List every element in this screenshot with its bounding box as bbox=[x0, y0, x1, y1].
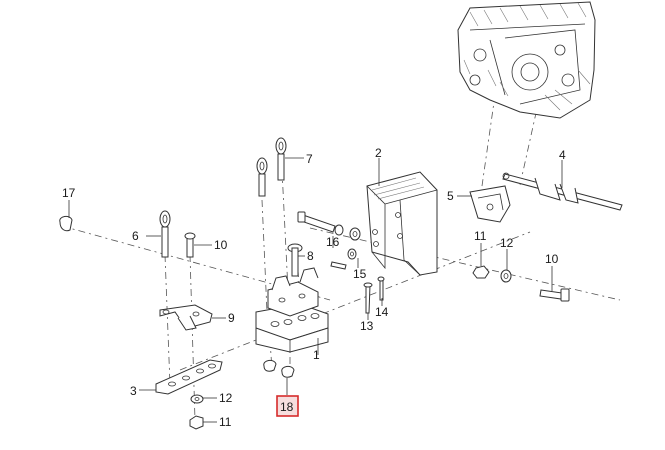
part-13-screw bbox=[363, 282, 373, 320]
part-15-washer-nut bbox=[330, 248, 359, 270]
part-1-hitch-block bbox=[255, 267, 329, 355]
part-12-washer-right bbox=[500, 249, 512, 283]
callout-7[interactable]: 7 bbox=[306, 152, 313, 166]
part-11-nut-right bbox=[472, 243, 490, 279]
callout-12-left[interactable]: 12 bbox=[219, 391, 233, 405]
callout-10-left[interactable]: 10 bbox=[214, 238, 228, 252]
part-18-clips bbox=[263, 359, 295, 395]
callout-15[interactable]: 15 bbox=[353, 267, 367, 281]
callout-18-highlight[interactable]: 18 bbox=[276, 395, 299, 417]
part-12-washer-left bbox=[190, 394, 217, 404]
callout-13[interactable]: 13 bbox=[360, 319, 374, 333]
part-3-drawbar-plate bbox=[139, 359, 223, 395]
part-17-clip bbox=[59, 200, 73, 232]
highlight-box bbox=[276, 395, 299, 417]
callout-18[interactable]: 18 bbox=[280, 400, 294, 414]
callout-12-right[interactable]: 12 bbox=[500, 236, 514, 250]
part-5-bracket bbox=[457, 185, 511, 223]
callout-labels: 1 2 3 4 5 6 7 8 9 10 10 11 11 12 12 13 1… bbox=[62, 146, 566, 429]
callout-4[interactable]: 4 bbox=[559, 148, 566, 162]
transmission-housing bbox=[457, 1, 596, 119]
callout-2[interactable]: 2 bbox=[375, 146, 382, 160]
part-8-pin bbox=[287, 243, 305, 277]
callout-5[interactable]: 5 bbox=[447, 189, 454, 203]
assembly-axis-lines bbox=[61, 94, 621, 421]
part-4-rod bbox=[502, 160, 623, 211]
part-16-bolt bbox=[297, 211, 361, 248]
callout-10-right[interactable]: 10 bbox=[545, 252, 559, 266]
callout-11-left[interactable]: 11 bbox=[219, 415, 232, 429]
part-9-hitch-bracket bbox=[159, 304, 226, 331]
callout-16[interactable]: 16 bbox=[326, 235, 340, 249]
part-14-screw bbox=[377, 276, 385, 306]
callout-3[interactable]: 3 bbox=[130, 384, 137, 398]
callout-17[interactable]: 17 bbox=[62, 186, 76, 200]
callout-9[interactable]: 9 bbox=[228, 311, 235, 325]
callout-11-right[interactable]: 11 bbox=[474, 229, 487, 243]
part-7-eye-pin bbox=[275, 137, 304, 181]
part-2-bracket-plate bbox=[366, 158, 438, 276]
part-7-eye-pin-second bbox=[256, 157, 268, 197]
callout-1[interactable]: 1 bbox=[313, 348, 320, 362]
part-10-bolt-left bbox=[184, 232, 212, 258]
callout-14[interactable]: 14 bbox=[375, 305, 389, 319]
callout-6[interactable]: 6 bbox=[132, 229, 139, 243]
part-10-bolt-right bbox=[539, 266, 570, 302]
part-6-eye-pin bbox=[146, 210, 171, 258]
callout-8[interactable]: 8 bbox=[307, 249, 314, 263]
part-11-nut-left bbox=[189, 415, 217, 430]
